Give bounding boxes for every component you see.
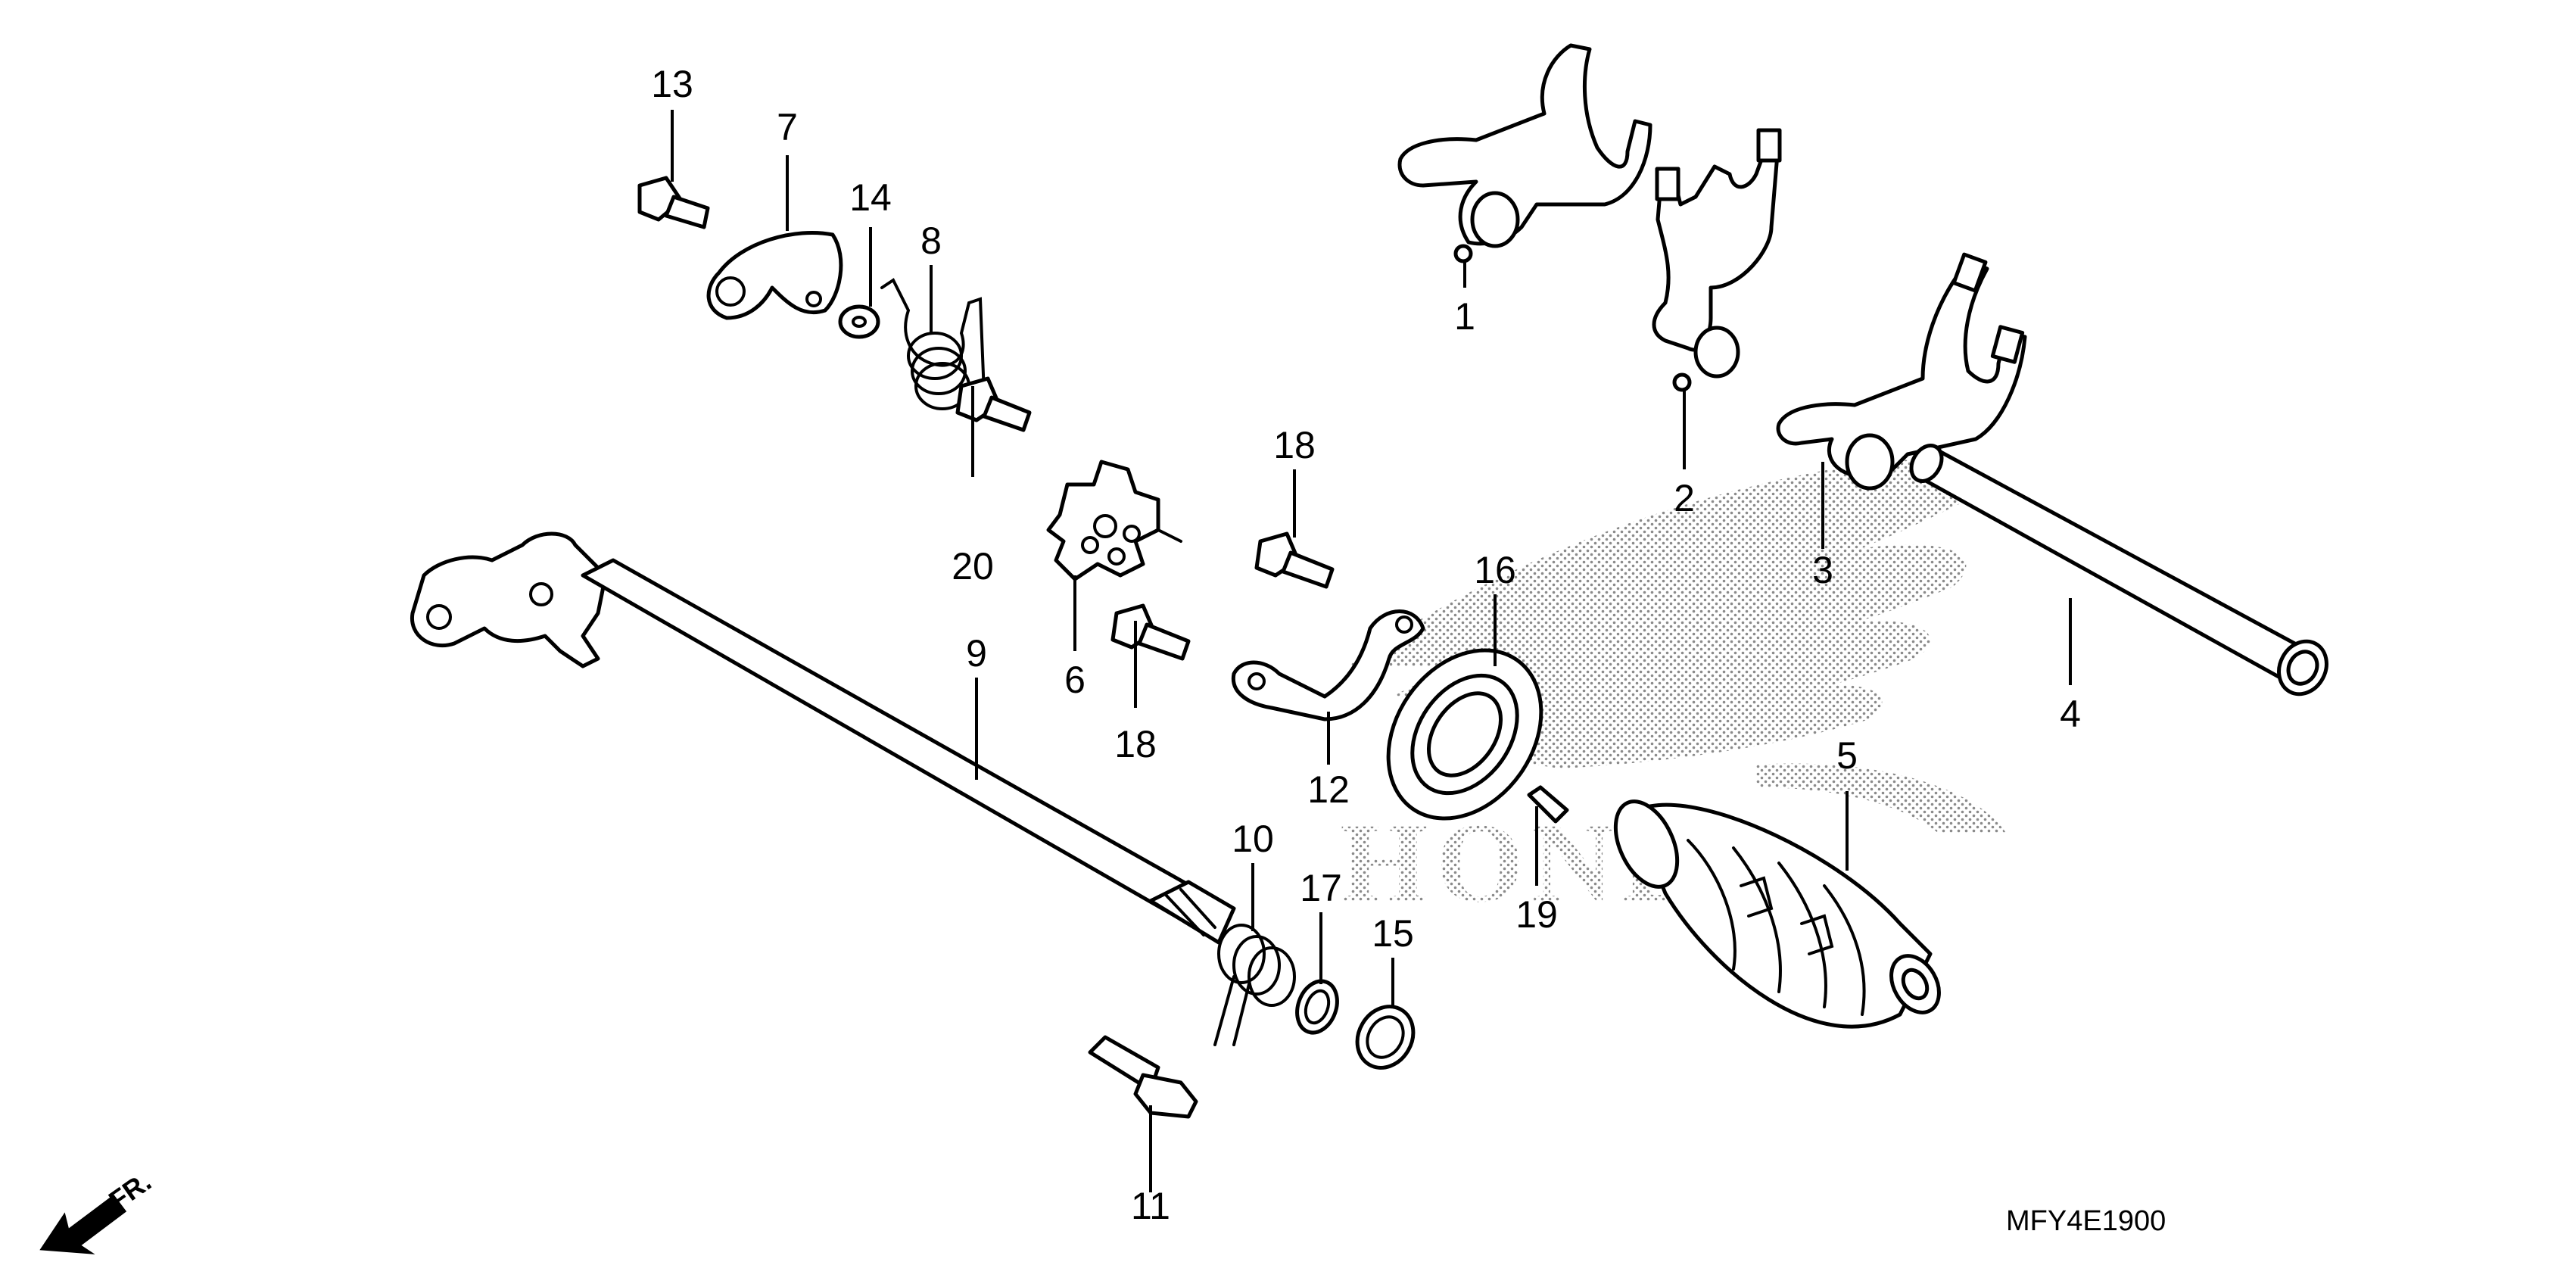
part-shift-fork-2 <box>1652 128 1782 392</box>
callout-10: 10 <box>1232 818 1274 860</box>
callout-17: 17 <box>1300 867 1342 909</box>
callout-1: 1 <box>1454 295 1475 338</box>
callout-11: 11 <box>1131 1185 1170 1227</box>
callout-15: 15 <box>1372 912 1414 955</box>
callout-12: 12 <box>1307 768 1350 811</box>
callout-18-upper: 18 <box>1273 424 1316 466</box>
part-gearshift-spindle-9 <box>410 531 1236 945</box>
callout-19: 19 <box>1515 893 1558 936</box>
callout-7: 7 <box>777 106 798 148</box>
callout-9: 9 <box>966 632 987 675</box>
part-bolt-13 <box>637 176 710 229</box>
part-bolt-18-lower <box>1110 603 1191 661</box>
front-direction-indicator: FR. <box>39 1166 157 1254</box>
leader-lines <box>671 110 2072 1192</box>
honda-wing-watermark <box>1347 460 2006 833</box>
part-pivot-bolt-11 <box>1088 1035 1198 1119</box>
callout-labels: 1 2 3 4 5 6 7 8 9 10 11 12 13 14 15 16 1… <box>651 63 2081 1227</box>
part-bearing-holder-12 <box>1231 609 1425 721</box>
diagram-code: MFY4E1900 <box>2006 1205 2166 1237</box>
front-arrow-icon <box>39 1194 127 1254</box>
part-return-spring-10 <box>1213 924 1296 1046</box>
part-shift-fork-3 <box>1776 252 2027 491</box>
part-stopper-arm-7 <box>706 231 843 320</box>
callout-16: 16 <box>1474 549 1516 591</box>
callout-2: 2 <box>1674 477 1695 519</box>
part-circlip-17 <box>1295 979 1339 1035</box>
callout-14: 14 <box>849 176 892 219</box>
part-drum-center-6 <box>1046 460 1182 581</box>
part-bolt-18-upper <box>1254 531 1335 589</box>
callout-18-lower: 18 <box>1114 723 1157 765</box>
callout-13: 13 <box>651 63 693 105</box>
callout-5: 5 <box>1836 734 1858 777</box>
callout-20: 20 <box>952 545 994 587</box>
part-shift-drum-5 <box>1613 799 1941 1029</box>
part-bearing-16 <box>1386 648 1543 821</box>
callout-3: 3 <box>1812 549 1833 591</box>
callout-6: 6 <box>1064 659 1086 701</box>
part-dowel-pin-19 <box>1527 785 1569 824</box>
part-fork-shaft-4 <box>1909 444 2328 696</box>
part-bolt-20 <box>955 376 1032 432</box>
part-washer-15 <box>1355 1005 1416 1070</box>
callout-8: 8 <box>920 220 942 262</box>
part-washer-14 <box>838 304 880 339</box>
part-shift-fork-1 <box>1397 43 1652 263</box>
part-spring-8 <box>880 278 986 410</box>
callout-4: 4 <box>2060 693 2081 735</box>
